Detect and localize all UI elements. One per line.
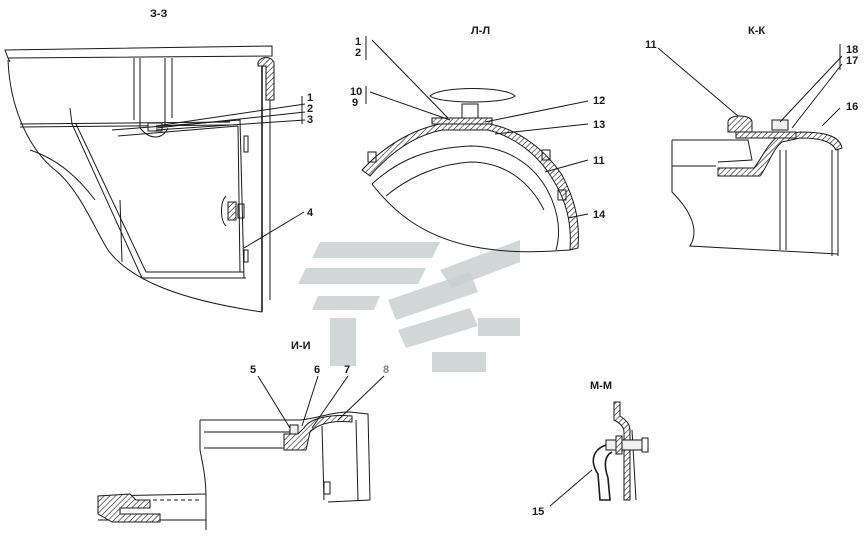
callout-13-ll: 13 (593, 119, 605, 131)
callout-18-kk: 18 (846, 44, 858, 56)
view-section-kk (657, 44, 843, 256)
callout-14-ll: 14 (593, 209, 606, 221)
callout-1-ll: 1 (355, 36, 361, 48)
callout-10-ll: 10 (350, 86, 362, 98)
view-section-zz (4, 45, 306, 313)
watermark-logo (298, 240, 520, 372)
callout-5-ii: 5 (250, 364, 256, 376)
callout-2-zz: 2 (307, 103, 313, 115)
callout-2-ll: 2 (355, 47, 361, 59)
callout-1-zz: 1 (307, 92, 313, 104)
callout-12-ll: 12 (593, 95, 605, 107)
view-section-ll (361, 36, 589, 253)
callout-8-ii: 8 (383, 364, 389, 376)
view-section-mm (549, 401, 649, 507)
callout-4-zz: 4 (307, 207, 314, 219)
section-label-zz: З-З (150, 8, 168, 20)
callout-3-zz: 3 (307, 114, 313, 126)
section-label-ll: Л-Л (471, 25, 490, 37)
callout-9-ll: 9 (352, 97, 358, 109)
callout-6-ii: 6 (314, 364, 320, 376)
callout-11-kk: 11 (645, 39, 657, 51)
callout-7-ii: 7 (344, 364, 350, 376)
view-section-ii (97, 375, 385, 530)
section-label-kk: К-К (748, 25, 765, 37)
section-label-mm: М-М (590, 380, 612, 392)
callout-15-mm: 15 (532, 506, 544, 518)
callout-16-kk: 16 (846, 101, 858, 113)
section-label-ii: И-И (291, 340, 311, 352)
callout-17-kk: 17 (846, 55, 858, 67)
callout-11-ll: 11 (593, 155, 605, 167)
